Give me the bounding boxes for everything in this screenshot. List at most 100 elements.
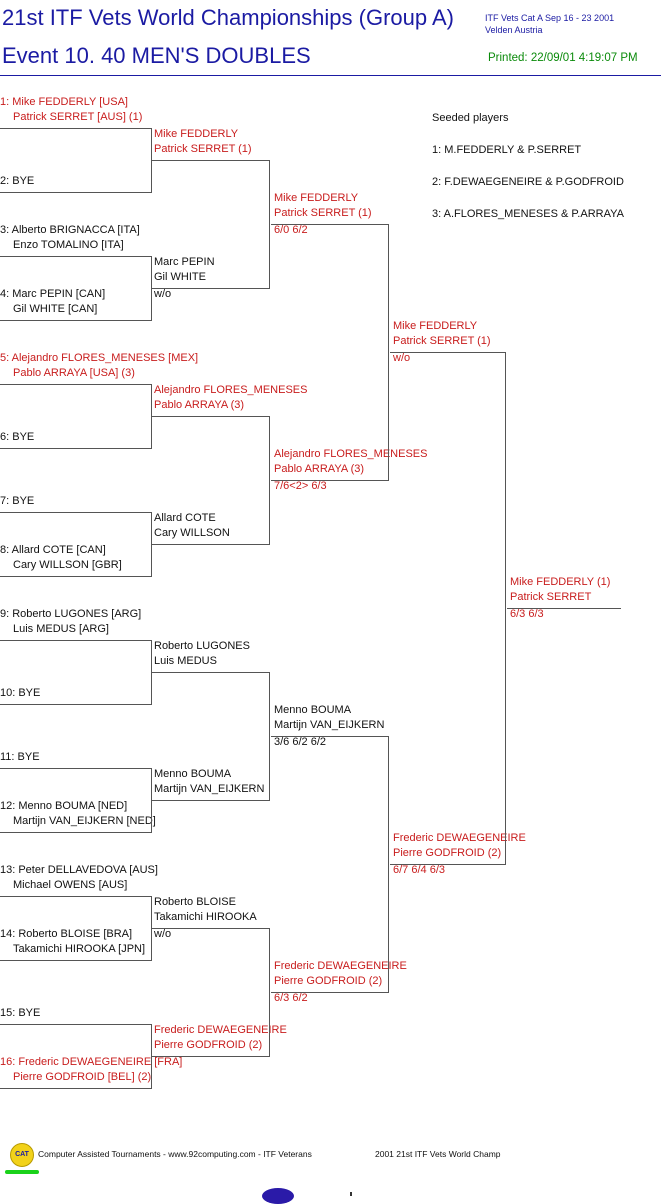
bracket-line xyxy=(151,928,269,929)
bracket-line xyxy=(271,480,388,481)
winner-line: Menno BOUMA xyxy=(274,704,352,716)
bracket-line xyxy=(0,576,151,577)
bracket-line xyxy=(0,192,151,193)
winner-line: Menno BOUMA xyxy=(154,768,232,780)
winner-line: Frederic DEWAEGENEIRE xyxy=(393,832,526,844)
player-line: 4: Marc PEPIN [CAN] xyxy=(0,288,106,300)
bracket-line xyxy=(151,288,269,289)
bracket-line xyxy=(0,256,151,257)
bracket-line xyxy=(151,416,269,417)
player-line: 10: BYE xyxy=(0,687,41,699)
event-title: Event 10. 40 MEN'S DOUBLES xyxy=(2,43,311,68)
bracket-line xyxy=(0,640,151,641)
partner-line: Martijn VAN_EIJKERN [NED] xyxy=(13,815,156,827)
bracket-line xyxy=(151,160,269,161)
player-line: 8: Allard COTE [CAN] xyxy=(0,544,106,556)
cat-logo-underline xyxy=(5,1170,39,1174)
seed-item: 2: F.DEWAEGENEIRE & P.GODFROID xyxy=(432,176,624,188)
bracket-line xyxy=(151,800,269,801)
page-title: 21st ITF Vets World Championships (Group… xyxy=(2,5,454,30)
partner-line: Luis MEDUS [ARG] xyxy=(13,623,109,635)
seeds-heading: Seeded players xyxy=(432,112,509,124)
bracket-line xyxy=(0,1088,151,1089)
bracket-line xyxy=(390,864,505,865)
cat-logo-icon: CAT xyxy=(10,1143,34,1167)
champion-line: Mike FEDDERLY (1) xyxy=(510,576,611,588)
player-line: 3: Alberto BRIGNACCA [ITA] xyxy=(0,224,140,236)
printed-timestamp: Printed: 22/09/01 4:19:07 PM xyxy=(488,52,638,64)
bracket-line xyxy=(0,768,151,769)
header-divider xyxy=(0,75,661,76)
winner-partner-line: Luis MEDUS xyxy=(154,655,217,667)
bracket-line xyxy=(269,672,270,801)
winner-line: Mike FEDDERLY xyxy=(274,192,359,204)
winner-line: Mike FEDDERLY xyxy=(154,128,239,140)
winner-partner-line: Martijn VAN_EIJKERN xyxy=(154,783,265,795)
partner-line: Michael OWENS [AUS] xyxy=(13,879,128,891)
partner-line: Pierre GODFROID [BEL] (2) xyxy=(13,1071,152,1083)
winner-partner-line: Takamichi HIROOKA xyxy=(154,911,257,923)
champion-partner-line: Patrick SERRET xyxy=(510,591,592,603)
bracket-line xyxy=(505,352,506,865)
winner-partner-line: Patrick SERRET (1) xyxy=(154,143,252,155)
winner-line: Roberto BLOISE xyxy=(154,896,236,908)
bracket-line xyxy=(0,448,151,449)
player-line: 13: Peter DELLAVEDOVA [AUS] xyxy=(0,864,158,876)
footer-tournament: 2001 21st ITF Vets World Champ xyxy=(375,1149,501,1159)
bracket-line xyxy=(0,384,151,385)
match-score: 3/6 6/2 6/2 xyxy=(274,736,326,748)
partner-line: Enzo TOMALINO [ITA] xyxy=(13,239,124,251)
player-line: 5: Alejandro FLORES_MENESES [MEX] xyxy=(0,352,199,364)
player-line: 2: BYE xyxy=(0,175,35,187)
seed-item: 3: A.FLORES_MENESES & P.ARRAYA xyxy=(432,208,624,220)
winner-partner-line: Pierre GODFROID (2) xyxy=(274,975,383,987)
player-line: 7: BYE xyxy=(0,495,35,507)
winner-partner-line: Patrick SERRET (1) xyxy=(274,207,372,219)
winner-line: Alejandro FLORES_MENESES xyxy=(154,384,308,396)
bracket-line xyxy=(388,224,389,481)
bracket-line xyxy=(151,1056,269,1057)
player-line: 6: BYE xyxy=(0,431,35,443)
partner-line: Takamichi HIROOKA [JPN] xyxy=(13,943,146,955)
player-line: 12: Menno BOUMA [NED] xyxy=(0,800,128,812)
bracket-line xyxy=(271,224,388,225)
bracket-line xyxy=(0,832,151,833)
bracket-line xyxy=(151,544,269,545)
winner-partner-line: Pablo ARRAYA (3) xyxy=(154,399,245,411)
footer-mark-icon xyxy=(350,1192,352,1196)
bracket-line xyxy=(269,160,270,289)
bracket-line xyxy=(0,896,151,897)
match-score: w/o xyxy=(154,288,172,300)
player-line: 9: Roberto LUGONES [ARG] xyxy=(0,608,142,620)
player-line: 15: BYE xyxy=(0,1007,41,1019)
bracket-line xyxy=(0,128,151,129)
winner-line: Roberto LUGONES xyxy=(154,640,250,652)
match-score: 6/0 6/2 xyxy=(274,224,308,236)
bracket-line xyxy=(388,736,389,993)
winner-line: Frederic DEWAEGENEIRE xyxy=(274,960,407,972)
bracket-line xyxy=(271,992,388,993)
seed-item: 1: M.FEDDERLY & P.SERRET xyxy=(432,144,582,156)
winner-line: Allard COTE xyxy=(154,512,216,524)
winner-line: Marc PEPIN xyxy=(154,256,215,268)
bracket-line xyxy=(0,704,151,705)
winner-partner-line: Pierre GODFROID (2) xyxy=(154,1039,263,1051)
bracket-line xyxy=(0,512,151,513)
player-line: 11: BYE xyxy=(0,751,40,763)
match-score: 6/3 6/2 xyxy=(274,992,308,1004)
partner-line: Pablo ARRAYA [USA] (3) xyxy=(13,367,135,379)
winner-line: Frederic DEWAEGENEIRE xyxy=(154,1024,287,1036)
cat-logo-text: CAT xyxy=(15,1151,29,1158)
winner-line: Mike FEDDERLY xyxy=(393,320,478,332)
player-line: 14: Roberto BLOISE [BRA] xyxy=(0,928,133,940)
winner-partner-line: Gil WHITE xyxy=(154,271,206,283)
winner-partner-line: Pierre GODFROID (2) xyxy=(393,847,502,859)
footer-emblem-icon xyxy=(262,1188,294,1204)
footer-credit: Computer Assisted Tournaments - www.92co… xyxy=(38,1149,312,1159)
bracket-line xyxy=(269,416,270,545)
event-meta-dates: ITF Vets Cat A Sep 16 - 23 2001 xyxy=(485,13,615,23)
match-score: w/o xyxy=(393,352,411,364)
bracket-line xyxy=(151,672,269,673)
bracket-line xyxy=(269,928,270,1057)
winner-line: Alejandro FLORES_MENESES xyxy=(274,448,428,460)
